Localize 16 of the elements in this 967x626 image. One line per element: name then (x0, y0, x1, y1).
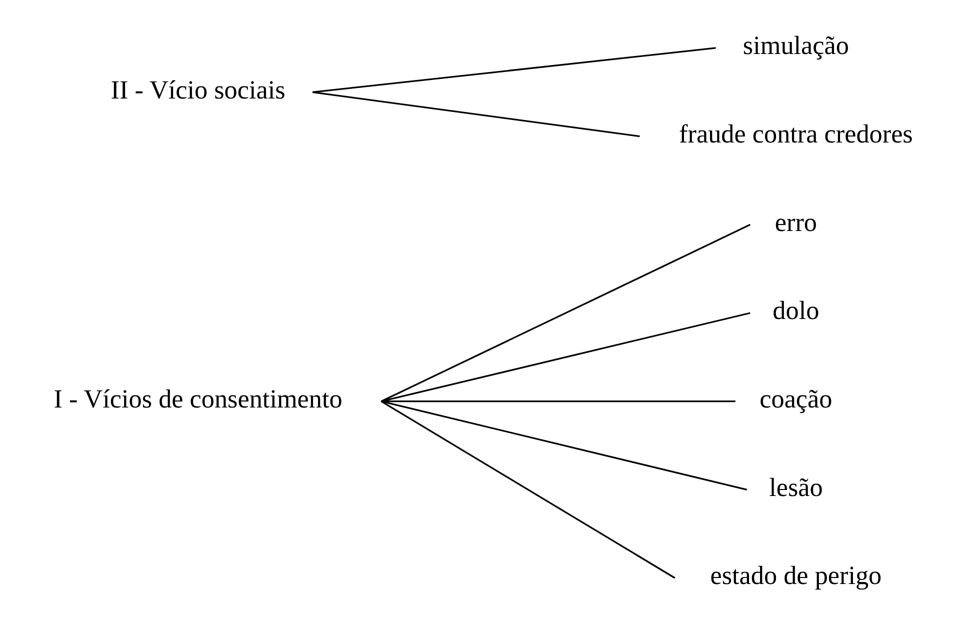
node-text: simulação (742, 31, 849, 60)
connector (312, 91, 640, 138)
node-text: I - Vícios de consentimento (54, 384, 342, 414)
connector (312, 47, 716, 93)
node-text: erro (774, 208, 818, 237)
node-text: fraude contra credores (679, 120, 913, 149)
connector (380, 400, 676, 579)
node-text: coação (760, 384, 832, 414)
node-text: II - Vício sociais (110, 75, 286, 104)
connector (381, 400, 736, 402)
node-text: dolo (772, 296, 820, 326)
connector (381, 312, 750, 402)
connector (381, 400, 748, 490)
node-text: lesão (769, 472, 823, 502)
connector (380, 224, 750, 402)
node-text: estado de perigo (710, 561, 882, 590)
